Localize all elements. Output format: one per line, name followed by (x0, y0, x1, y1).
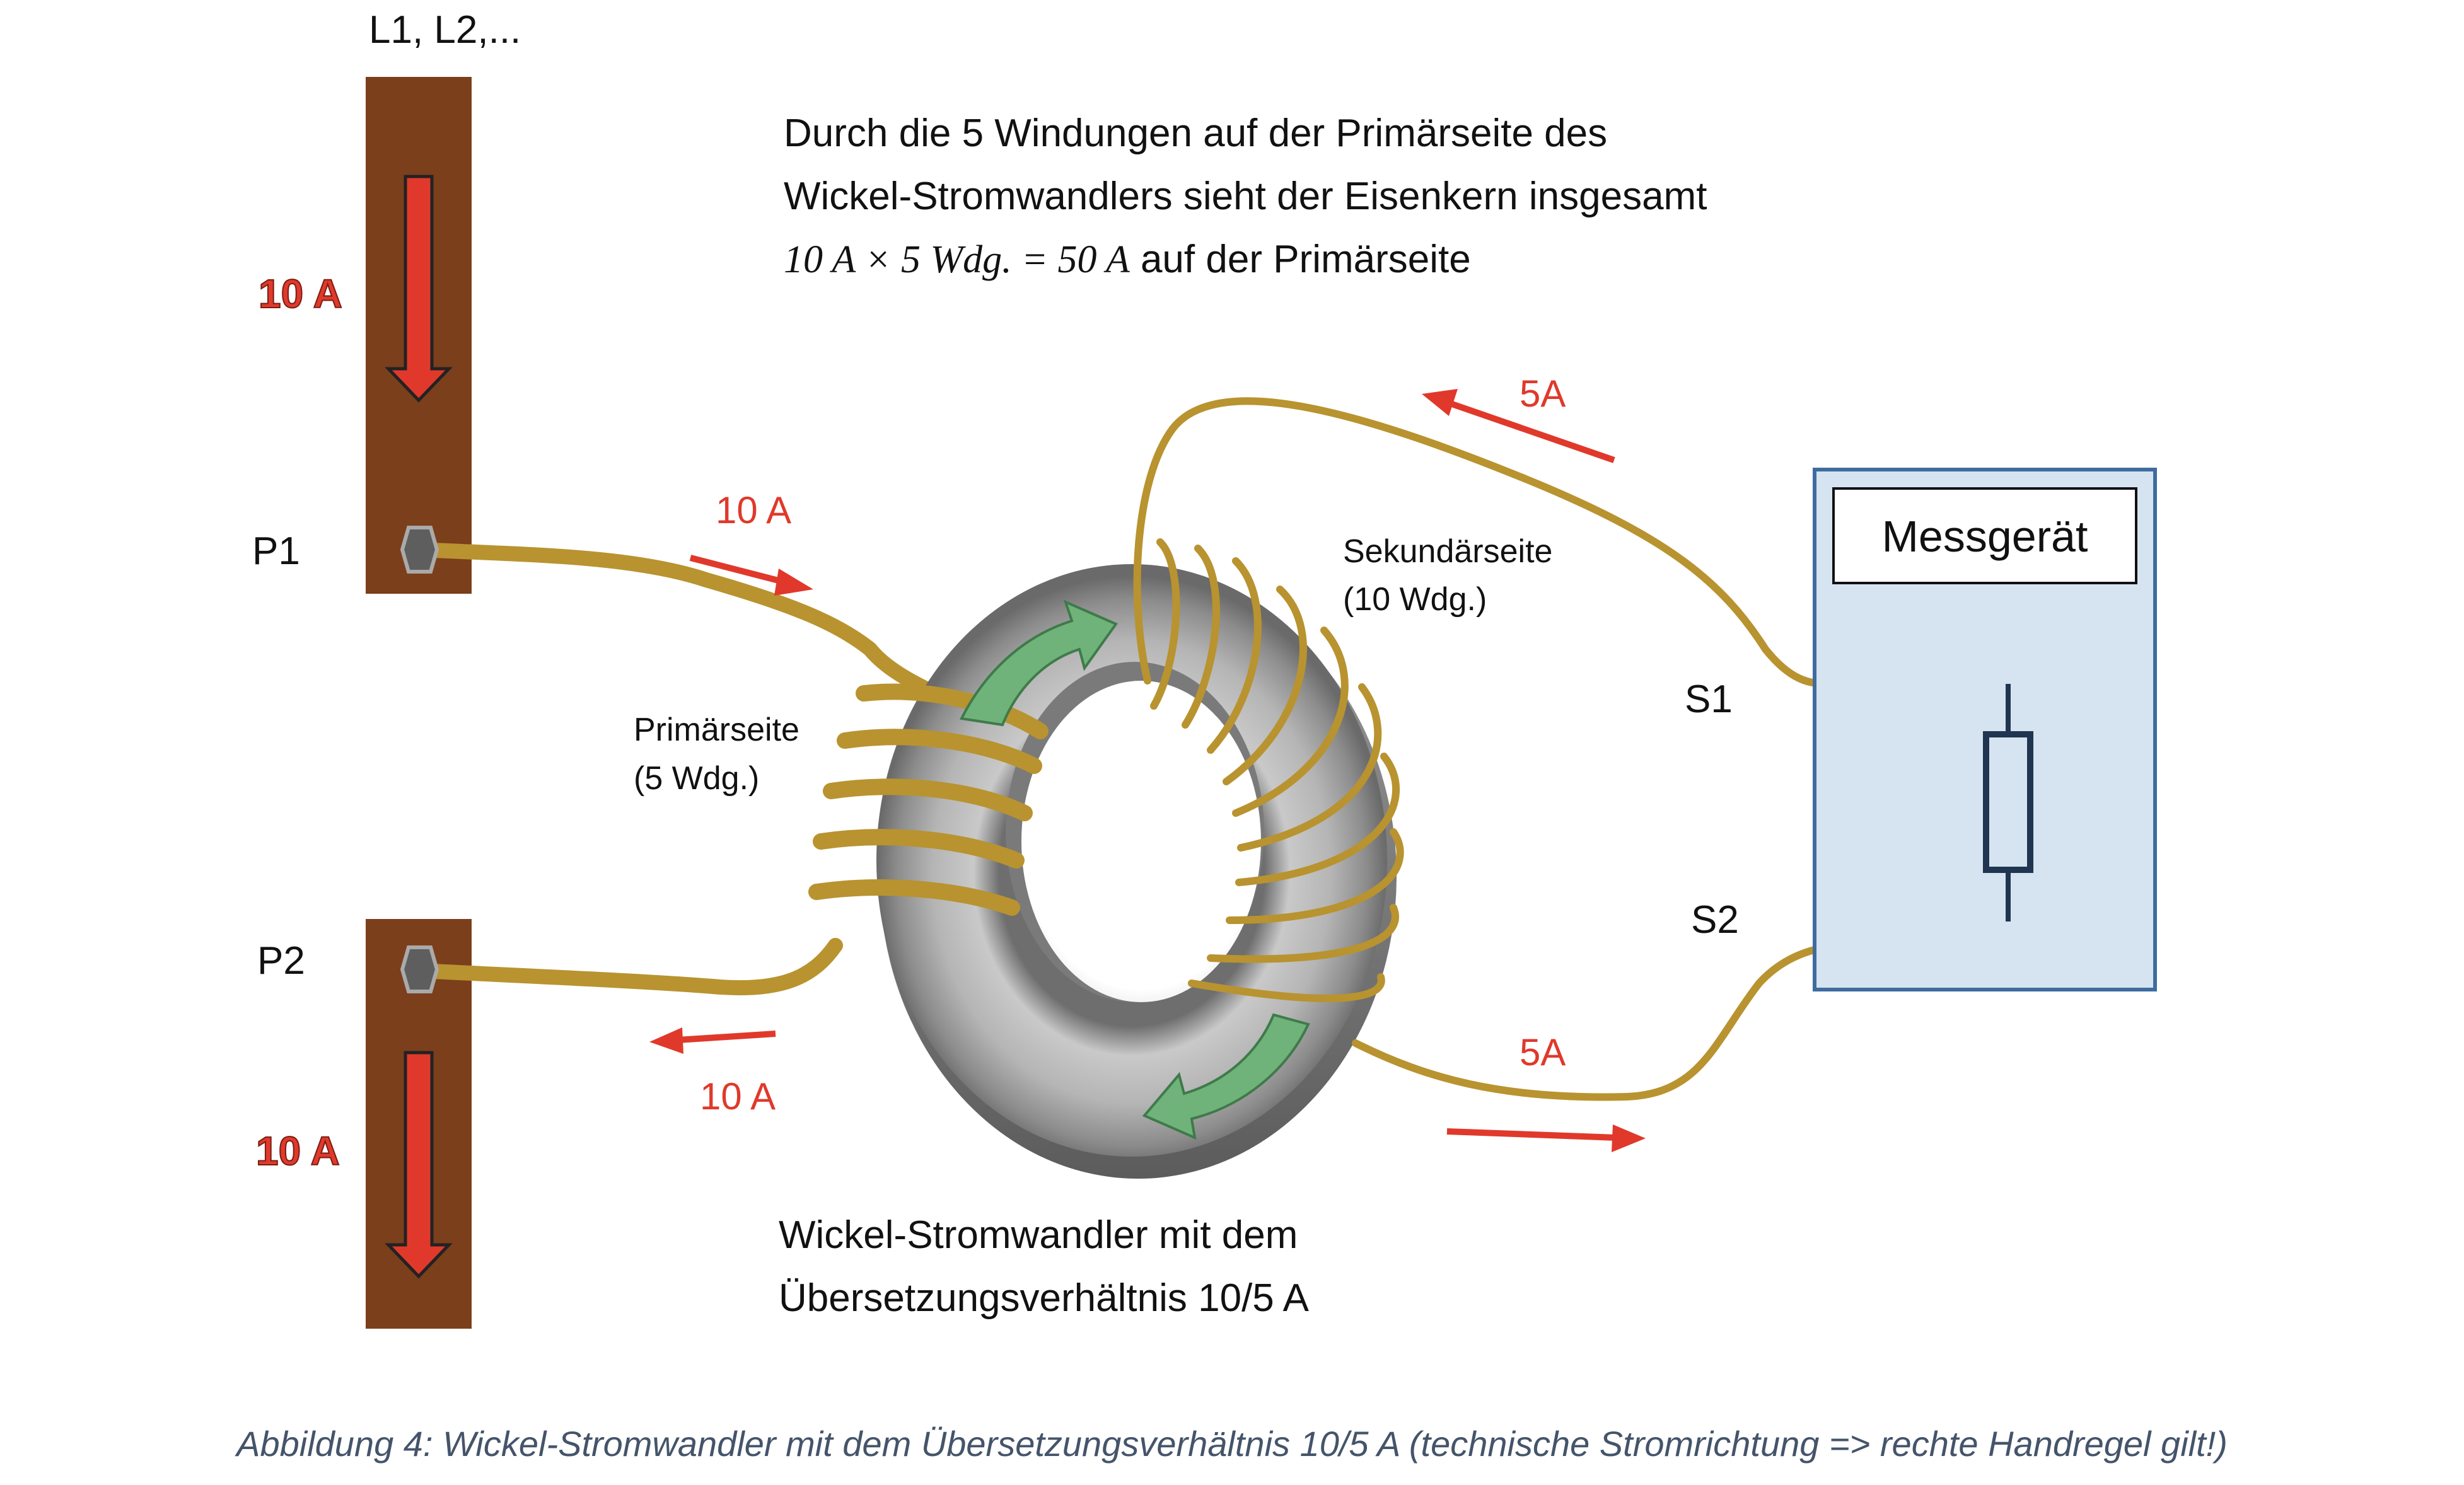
secondary-bottom-arrow (1446, 1124, 1646, 1152)
busbar-bottom-arrow (385, 1051, 453, 1279)
bolt-p1 (400, 526, 439, 574)
explanation-line-3-rest: auf der Primärseite (1130, 238, 1471, 281)
busbar-top-arrow (385, 175, 453, 403)
secondary-winding (1150, 538, 1404, 1002)
flux-arrow-bottom (1142, 1013, 1310, 1140)
terminal-p2-label: P2 (257, 939, 305, 983)
primary-out-arrow (649, 1027, 776, 1054)
secondary-top-arrow (1422, 389, 1615, 463)
secondary-top-current-label: 5A (1520, 373, 1566, 415)
primary-in-arrow (689, 555, 813, 596)
explanation-line-3: 10 A × 5 Wdg. = 50 A auf der Primärseite (784, 238, 1471, 281)
transformer-caption-line-2: Übersetzungsverhältnis 10/5 A (779, 1276, 1310, 1320)
bolt-p2 (400, 945, 439, 993)
primary-in-current-label: 10 A (716, 489, 791, 531)
toroid-core (876, 564, 1397, 1179)
terminal-p1-label: P1 (252, 529, 300, 573)
primary-side-label: Primärseite (634, 712, 799, 748)
secondary-wire-s1 (1133, 397, 2012, 688)
explanation-line-1: Durch die 5 Windungen auf der Primärseit… (784, 112, 1607, 155)
transformer-caption-line-1: Wickel-Stromwandler mit dem (779, 1213, 1298, 1257)
terminal-s1-label: S1 (1685, 678, 1733, 721)
primary-wire-out (414, 938, 843, 996)
phase-label: L1, L2,... (369, 8, 521, 52)
resistor-symbol (1983, 731, 2033, 873)
explanation-equation: 10 A × 5 Wdg. = 50 A (784, 238, 1130, 281)
busbar-bottom-current-label: 10 A (256, 1128, 340, 1174)
explanation-line-2: Wickel-Stromwandlers sieht der Eisenkern… (784, 175, 1707, 218)
primary-winding (808, 683, 1049, 916)
meter-label-box (1832, 487, 2137, 584)
meter-label: Messgerät (1882, 512, 2088, 561)
secondary-bottom-current-label: 5A (1520, 1031, 1566, 1073)
flux-arrow-top (959, 599, 1119, 727)
secondary-wire-s2 (1352, 918, 2015, 1101)
figure-caption: Abbildung 4: Wickel-Stromwandler mit dem… (235, 1424, 2228, 1464)
secondary-turns-label: (10 Wdg.) (1343, 581, 1487, 618)
busbar-top-current-label: 10 A (259, 271, 342, 316)
primary-out-current-label: 10 A (700, 1075, 776, 1118)
primary-turns-label: (5 Wdg.) (634, 760, 759, 797)
terminal-s2-label: S2 (1691, 898, 1739, 942)
secondary-side-label: Sekundärseite (1343, 533, 1552, 570)
